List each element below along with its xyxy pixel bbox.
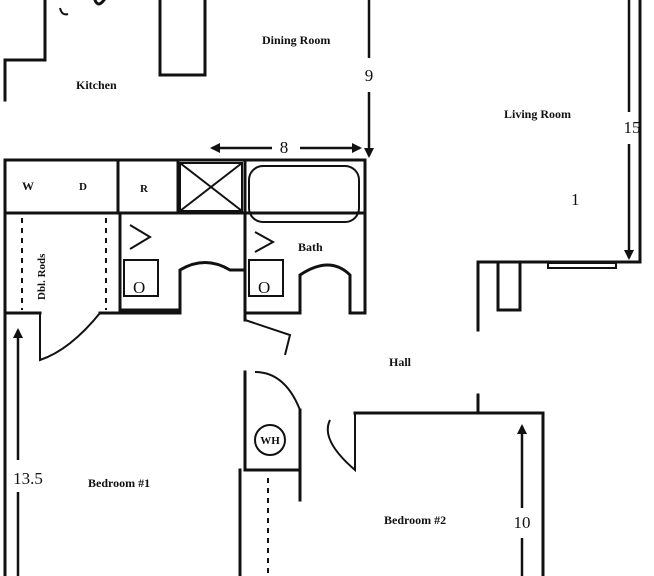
closet-bath-walls — [3, 211, 367, 362]
water-heater-closet — [238, 319, 302, 576]
room-label-kitchen: Kitchen — [76, 78, 117, 92]
closet-label: Dbl. Rods — [36, 253, 48, 300]
closet-double-rods — [21, 218, 107, 310]
dimension-label-8: 8 — [280, 138, 289, 157]
living-room-mark: 1 — [571, 190, 580, 209]
water-heater: WH — [254, 424, 286, 456]
dimension-label-13-5: 13.5 — [13, 469, 43, 488]
dimension-label-9: 9 — [365, 66, 374, 85]
room-label-living: Living Room — [504, 107, 571, 121]
sink-symbol-right: O — [258, 278, 270, 297]
bathtub — [248, 165, 360, 223]
refrigerator-label: R — [140, 183, 149, 195]
kitchen-walls — [3, 0, 207, 102]
dryer-label: D — [79, 181, 87, 193]
sink-symbols — [123, 224, 284, 297]
dimension-bedroom2-height: 10 — [514, 424, 531, 576]
water-heater-label: WH — [260, 435, 280, 447]
living-room-walls — [476, 0, 642, 332]
dimension-label-10: 10 — [514, 513, 531, 532]
dimension-bedroom1-height: 13.5 — [13, 328, 43, 576]
room-label-bedroom2: Bedroom #2 — [384, 513, 446, 527]
dimension-bath-width: 8 — [210, 138, 362, 157]
bedroom2-walls — [326, 393, 545, 576]
washer-label: W — [22, 179, 34, 193]
pantry-x-box — [179, 162, 243, 212]
dimension-label-15: 15 — [624, 118, 641, 137]
room-label-dining: Dining Room — [262, 33, 330, 47]
dimension-dining-height: 9 — [364, 0, 374, 158]
room-label-bedroom1: Bedroom #1 — [88, 476, 150, 490]
utility-row — [3, 158, 367, 322]
sink-symbol-left: O — [133, 278, 145, 297]
room-label-bath: Bath — [298, 240, 323, 254]
dimension-living-height: 15 — [624, 0, 641, 260]
room-label-hall: Hall — [389, 355, 412, 369]
